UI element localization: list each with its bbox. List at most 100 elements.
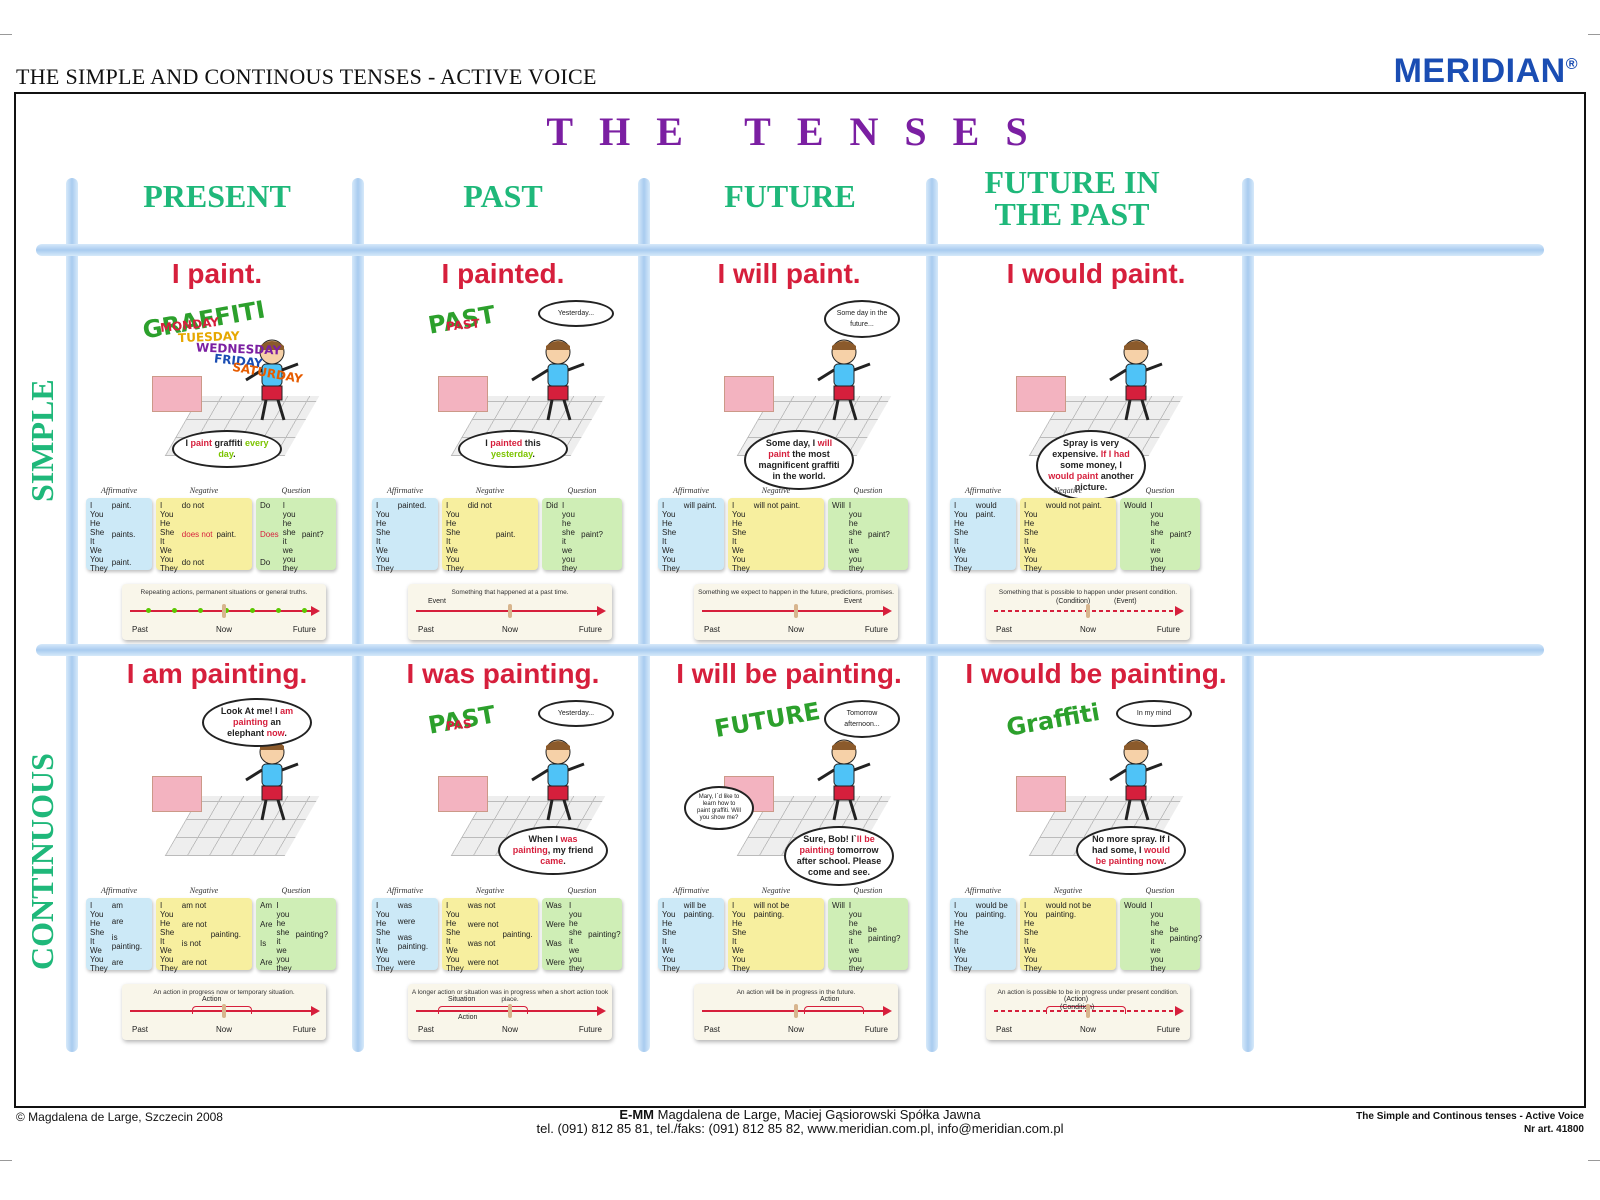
pronoun: they (276, 964, 292, 973)
pronoun: I (662, 501, 665, 510)
cartoon-child-icon (817, 339, 871, 421)
aux-word: Is (260, 939, 267, 948)
pronoun: She (732, 528, 747, 537)
speech-bubble: I painted this yesterday. (458, 430, 568, 468)
pronoun: he (1150, 519, 1160, 528)
pronoun: We (160, 946, 172, 955)
graffiti-word: FUTURE (712, 696, 823, 744)
pronoun: it (848, 537, 853, 546)
bubble-text: would be painting (1095, 845, 1170, 866)
column-head-future-in-the-past: FUTURE IN THE PAST (984, 164, 1160, 232)
verb-form: painting. (502, 929, 533, 939)
pronoun: They (90, 964, 108, 973)
brick-wall (438, 776, 488, 812)
pronoun: You (376, 955, 390, 964)
pronoun: He (662, 519, 673, 528)
verb-form: paints. (111, 529, 136, 539)
timeline-past: Past (996, 625, 1013, 634)
pronoun: He (90, 919, 101, 928)
pronoun: It (160, 937, 165, 946)
pronoun: It (376, 537, 381, 546)
pronoun: I (90, 501, 93, 510)
negative-aux: would not paint. (1045, 501, 1102, 510)
pronoun: It (1024, 937, 1029, 946)
verb-form: were (397, 917, 416, 926)
pronoun: I (732, 501, 735, 510)
hand-pointer-icon (1086, 1004, 1090, 1018)
pronoun: I (732, 901, 735, 910)
pronoun: They (446, 564, 464, 573)
timeline-event-label: (Condition) (1060, 1004, 1095, 1011)
timeline-event-label: Situation (448, 996, 476, 1003)
pronoun: she (562, 528, 575, 537)
timeline-event-label: (Condition) (1056, 598, 1091, 605)
speech-bubble: I paint graffiti every day. (172, 430, 282, 468)
timeline-future: Future (578, 625, 602, 634)
pronoun: She (90, 528, 105, 537)
footer-copyright: © Magdalena de Large, Szczecin 2008 (16, 1110, 223, 1124)
pronoun: you (848, 555, 862, 564)
pronoun: I (376, 901, 379, 910)
pronoun: They (90, 564, 108, 573)
speech-bubble-small: Mary, I`d like to learn how to paint gra… (684, 786, 754, 830)
pronoun: They (376, 564, 394, 573)
pronoun: They (954, 964, 972, 973)
timeline-now: Now (215, 1025, 233, 1034)
illustration: Spray is very expensive. If I had some m… (1006, 306, 1196, 501)
pronoun: It (90, 937, 95, 946)
pronoun: we (1150, 946, 1161, 955)
pronoun: I (1024, 901, 1027, 910)
pronoun: they (848, 564, 865, 573)
conjugation-label: Affirmative (673, 486, 709, 495)
aux-word: Would (1124, 901, 1147, 910)
conjugation-label: Negative (1053, 486, 1083, 495)
grid-line (36, 244, 1544, 256)
timeline-arrow (130, 1006, 320, 1016)
aux-column: Will (832, 501, 845, 567)
bubble-text: . (284, 728, 287, 738)
tense-sentence: I was painting. (406, 658, 600, 689)
timeline-past: Past (996, 1025, 1013, 1034)
pronoun: You (446, 910, 460, 919)
bubble-text: yesterday (491, 449, 533, 459)
pronoun: I (160, 501, 163, 510)
timeline-arrow (130, 606, 320, 616)
conjugation-label: Affirmative (101, 486, 137, 495)
pronoun: He (446, 919, 457, 928)
aux-column: did not (468, 501, 492, 567)
pronoun: it (282, 537, 287, 546)
brick-wall (724, 376, 774, 412)
tense-sentence: I painted. (441, 258, 565, 289)
pronoun: She (376, 928, 391, 937)
grid-line (352, 178, 364, 1052)
verb-column: will paint. (684, 501, 717, 567)
conjugation-label: Question (567, 486, 597, 495)
thought-bubble: Yesterday... (538, 700, 614, 727)
bubble-text: I (185, 438, 191, 448)
pronoun: it (562, 537, 567, 546)
brick-wall (152, 776, 202, 812)
grid-line (1242, 178, 1254, 1052)
timeline-now: Now (1079, 1025, 1097, 1034)
brand-logo: MERIDIAN® (1394, 52, 1578, 91)
pronoun: We (376, 546, 388, 555)
conjugation-label: Affirmative (101, 886, 137, 895)
pronoun: we (848, 946, 860, 955)
pronoun: You (446, 955, 460, 964)
pronoun: she (848, 528, 862, 537)
pronoun: It (1024, 537, 1029, 546)
grid-line (36, 644, 1544, 656)
bubble-text: When I (528, 834, 561, 844)
